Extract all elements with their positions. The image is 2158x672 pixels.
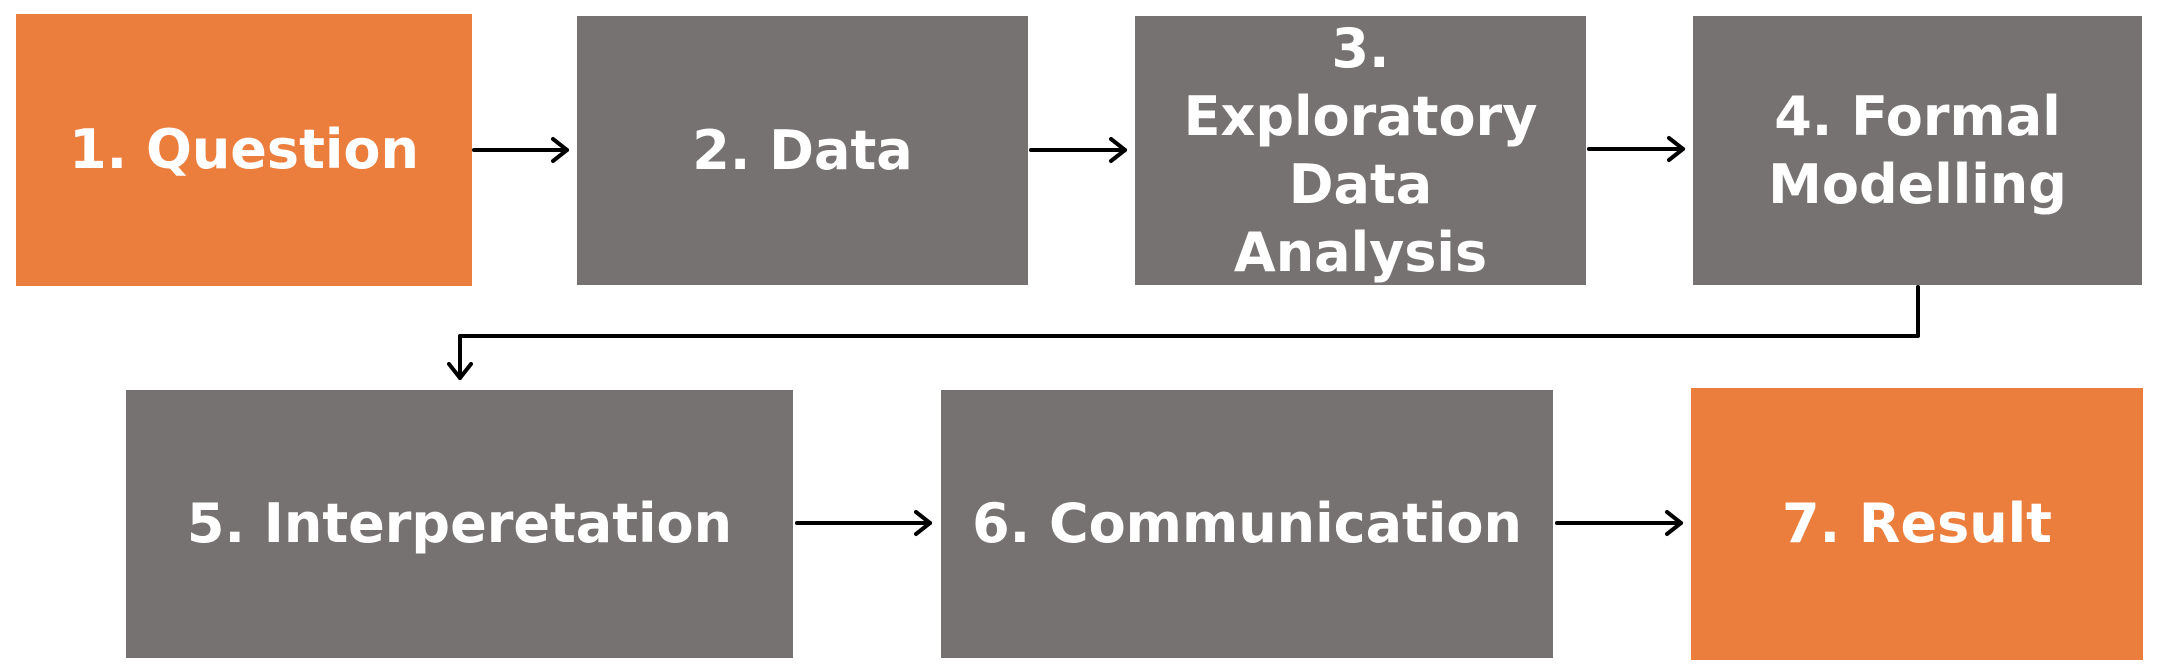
- step-4-label: 4. Formal Modelling: [1768, 84, 2067, 216]
- step-5-interperetation: 5. Interperetation: [126, 390, 793, 658]
- step-2-data: 2. Data: [577, 16, 1028, 285]
- step-3-exploratory-data-analysis: 3. Exploratory Data Analysis: [1135, 16, 1586, 285]
- step-1-question: 1. Question: [16, 14, 472, 286]
- step-3-label: 3. Exploratory Data Analysis: [1183, 16, 1538, 284]
- step-1-label: 1. Question: [69, 118, 419, 181]
- step-6-communication: 6. Communication: [941, 390, 1553, 658]
- step-7-label: 7. Result: [1782, 492, 2052, 555]
- arrow-5-to-6: [795, 510, 932, 536]
- step-4-formal-modelling: 4. Formal Modelling: [1693, 16, 2142, 285]
- elbow-connector-4-to-5: [447, 285, 1920, 380]
- arrow-3-to-4: [1587, 136, 1685, 162]
- step-6-label: 6. Communication: [972, 492, 1522, 555]
- step-7-result: 7. Result: [1691, 388, 2143, 660]
- arrow-1-to-2: [472, 137, 569, 163]
- arrow-6-to-7: [1555, 510, 1683, 536]
- step-2-label: 2. Data: [692, 118, 913, 182]
- arrow-2-to-3: [1029, 137, 1127, 163]
- step-5-label: 5. Interperetation: [186, 492, 733, 555]
